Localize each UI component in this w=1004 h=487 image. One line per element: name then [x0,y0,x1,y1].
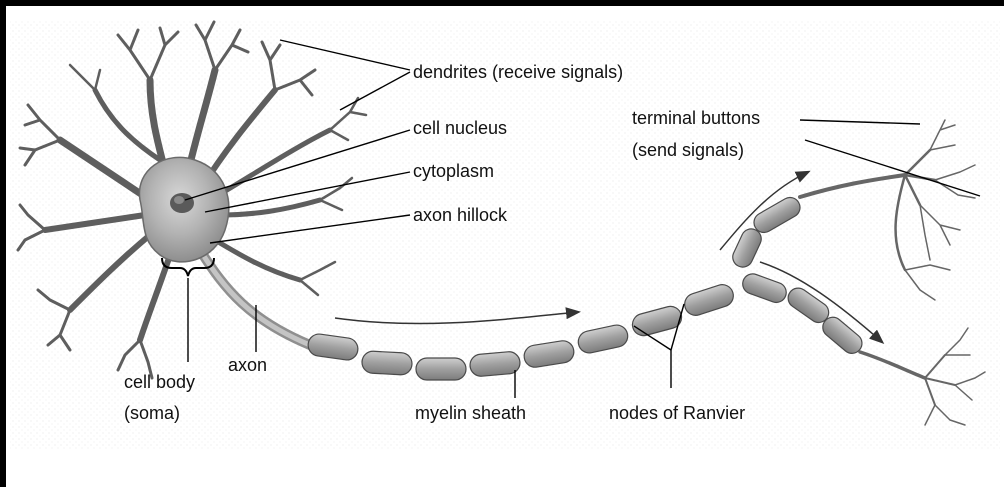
label-nodes-of-ranvier: nodes of Ranvier [609,403,745,423]
label-cell-body: cell body [124,372,195,392]
label-cell-nucleus: cell nucleus [413,118,507,138]
label-dendrites: dendrites (receive signals) [413,62,623,82]
label-terminal-buttons: terminal buttons [632,108,760,128]
label-myelin-sheath: myelin sheath [415,403,526,423]
label-send-signals: (send signals) [632,140,744,160]
label-soma: (soma) [124,403,180,423]
label-axon: axon [228,355,267,375]
label-cytoplasm: cytoplasm [413,161,494,181]
label-axon-hillock: axon hillock [413,205,508,225]
